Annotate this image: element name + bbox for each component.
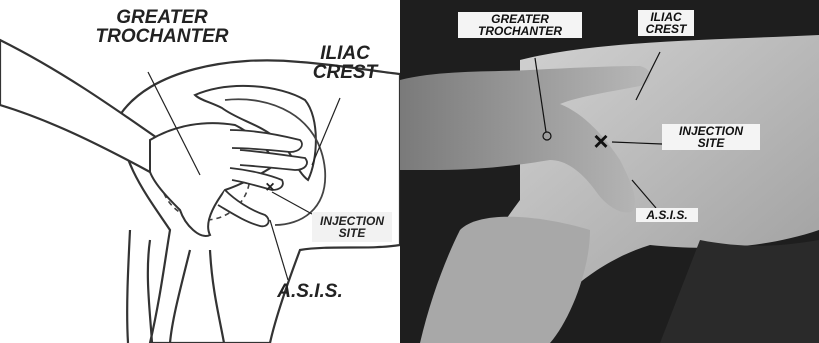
hip-photo [400,0,819,343]
photo-injection-site-marker: × [590,128,612,154]
greater-trochanter-label: GREATER TROCHANTER [82,8,242,46]
iliac-crest-label: ILIAC CREST [300,44,390,82]
injection-site-label: INJECTION SITE [312,212,392,242]
left-leg-2 [127,230,130,343]
photo-asis-label: A.S.I.S. [636,208,698,222]
asis-label: A.S.I.S. [265,282,355,301]
photo-panel: GREATER TROCHANTER ILIAC CREST INJECTION… [400,0,819,343]
left-leg [148,240,152,343]
photo-injection-site-label: INJECTION SITE [662,124,760,150]
photo-greater-trochanter-label: GREATER TROCHANTER [458,12,582,38]
injection-site-marker: × [262,180,278,196]
photo-iliac-crest-label: ILIAC CREST [638,10,694,36]
illustration-panel: GREATER TROCHANTER ILIAC CREST INJECTION… [0,0,400,343]
